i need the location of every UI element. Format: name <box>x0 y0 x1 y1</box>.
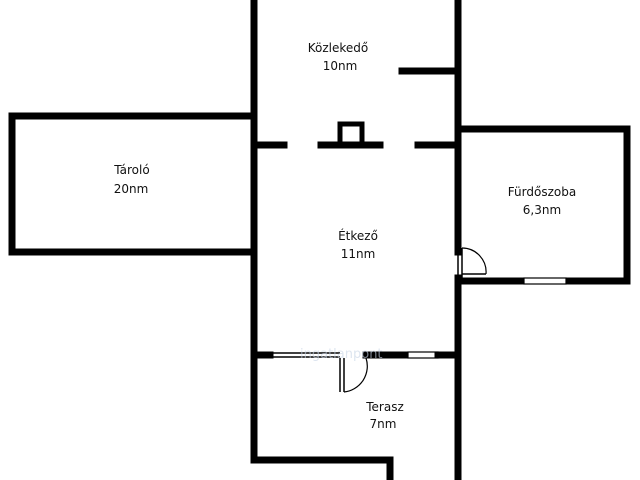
room-name-furdoszoba: Fürdőszoba <box>508 185 576 199</box>
room-name-tarolo: Tároló <box>113 163 149 177</box>
watermark: ingatlanpont <box>300 347 383 362</box>
room-name-etkezo: Étkező <box>338 228 378 243</box>
terrace-door[interactable] <box>339 357 368 393</box>
walls-lower <box>250 351 462 480</box>
walls-central <box>250 0 462 369</box>
room-name-kozlekedo: Közlekedő <box>308 41 369 55</box>
room-area-furdoszoba: 6,3nm <box>523 203 561 217</box>
terrace-window <box>407 351 439 359</box>
bathroom-door[interactable] <box>457 247 487 278</box>
room-area-kozlekedo: 10nm <box>323 59 358 73</box>
room-area-tarolo: 20nm <box>114 182 149 196</box>
bathroom-window <box>523 277 567 285</box>
chimney <box>337 121 365 148</box>
room-name-terasz: Terasz <box>365 400 404 414</box>
room-area-etkezo: 11nm <box>341 247 376 261</box>
room-area-terasz: 7nm <box>370 417 397 431</box>
room-furdoszoba[interactable] <box>454 125 631 285</box>
